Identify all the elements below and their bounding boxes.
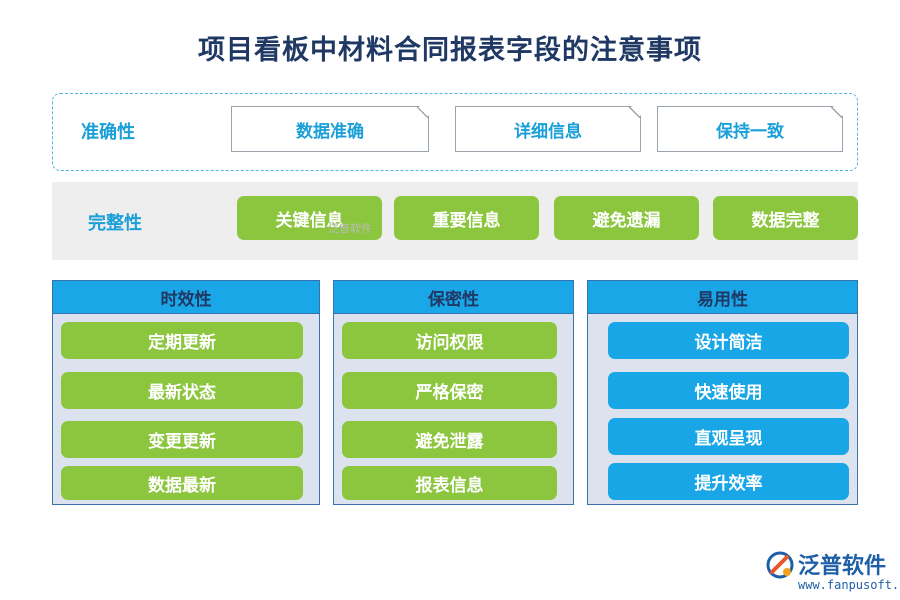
completeness-panel: 完整性 关键信息 重要信息 避免遗漏 数据完整 <box>52 182 858 260</box>
usability-header: 易用性 <box>588 281 857 314</box>
logo-url: www.fanpusoft.com <box>798 578 900 592</box>
confidentiality-item-1: 访问权限 <box>342 322 557 359</box>
usability-column: 易用性 设计简洁 快速使用 直观呈现 提升效率 <box>587 280 858 505</box>
accuracy-label: 准确性 <box>81 122 135 143</box>
completeness-item-2: 重要信息 <box>394 196 539 240</box>
completeness-label: 完整性 <box>88 213 142 234</box>
confidentiality-column: 保密性 访问权限 严格保密 避免泄露 报表信息 <box>333 280 574 505</box>
accuracy-item-2: 详细信息 <box>455 106 641 152</box>
accuracy-item-3: 保持一致 <box>657 106 843 152</box>
watermark-text: 泛普软件 <box>328 222 372 235</box>
timeliness-column: 时效性 定期更新 最新状态 变更更新 数据最新 <box>52 280 320 505</box>
timeliness-item-4: 数据最新 <box>61 466 303 500</box>
usability-item-3: 直观呈现 <box>608 418 849 455</box>
confidentiality-item-2: 严格保密 <box>342 372 557 409</box>
timeliness-item-3: 变更更新 <box>61 421 303 458</box>
completeness-item-3: 避免遗漏 <box>554 196 699 240</box>
confidentiality-item-4: 报表信息 <box>342 466 557 500</box>
page-title: 项目看板中材料合同报表字段的注意事项 <box>198 35 702 66</box>
completeness-item-4: 数据完整 <box>713 196 858 240</box>
timeliness-item-2: 最新状态 <box>61 372 303 409</box>
confidentiality-item-3: 避免泄露 <box>342 421 557 458</box>
accuracy-panel: 准确性 数据准确 详细信息 保持一致 <box>52 93 858 171</box>
logo-name: 泛普软件 <box>798 554 887 579</box>
completeness-item-1: 关键信息 <box>237 196 382 240</box>
confidentiality-header: 保密性 <box>334 281 573 314</box>
timeliness-header: 时效性 <box>53 281 319 314</box>
watermark: 泛普软件 <box>328 220 372 236</box>
logo-icon <box>766 551 794 579</box>
accuracy-item-1: 数据准确 <box>231 106 429 152</box>
fanpusoft-logo: 泛普软件 www.fanpusoft.com <box>765 548 900 594</box>
usability-item-1: 设计简洁 <box>608 322 849 359</box>
usability-item-2: 快速使用 <box>608 372 849 409</box>
timeliness-item-1: 定期更新 <box>61 322 303 359</box>
usability-item-4: 提升效率 <box>608 463 849 500</box>
